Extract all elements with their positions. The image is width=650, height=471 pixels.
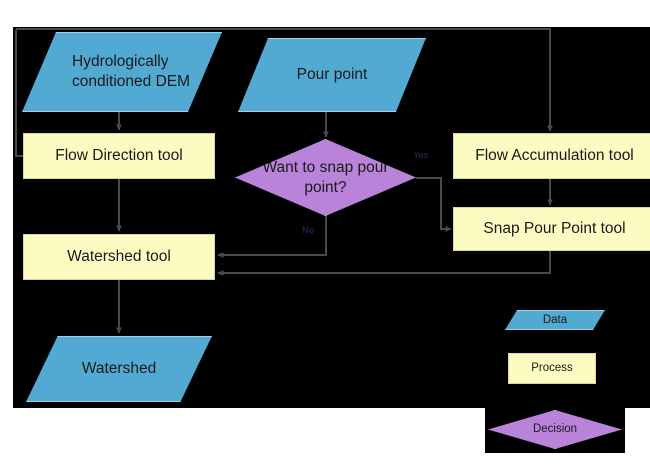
legend-item-data: Data bbox=[505, 310, 605, 330]
node-label: Snap Pour Point tool bbox=[483, 220, 626, 238]
node-watershed-tool[interactable]: Watershed tool bbox=[23, 234, 215, 280]
legend-label: Process bbox=[531, 362, 573, 375]
node-label: Pour point bbox=[296, 66, 368, 84]
node-watershed[interactable]: Watershed bbox=[26, 336, 212, 402]
node-hydrologically-conditioned-dem[interactable]: Hydrologically conditioned DEM bbox=[22, 32, 222, 112]
node-label: Hydrologically conditioned DEM bbox=[72, 53, 191, 90]
legend-label: Decision bbox=[532, 423, 578, 436]
legend-item-process: Process bbox=[508, 353, 596, 384]
node-label: Want to snap pour point? bbox=[262, 159, 389, 196]
node-label: Watershed bbox=[81, 360, 157, 378]
edge-label-yes: Yes bbox=[413, 150, 429, 161]
node-pour-point[interactable]: Pour point bbox=[238, 38, 426, 112]
node-label: Watershed tool bbox=[67, 248, 171, 266]
node-label: Flow Accumulation tool bbox=[475, 147, 634, 165]
edge-label-no: No bbox=[302, 225, 315, 236]
node-label: Flow Direction tool bbox=[55, 147, 183, 165]
legend-label: Data bbox=[542, 313, 568, 326]
node-flow-accumulation-tool[interactable]: Flow Accumulation tool bbox=[453, 133, 650, 179]
node-snap-pour-point-tool[interactable]: Snap Pour Point tool bbox=[453, 207, 650, 251]
node-flow-direction-tool[interactable]: Flow Direction tool bbox=[23, 133, 215, 179]
